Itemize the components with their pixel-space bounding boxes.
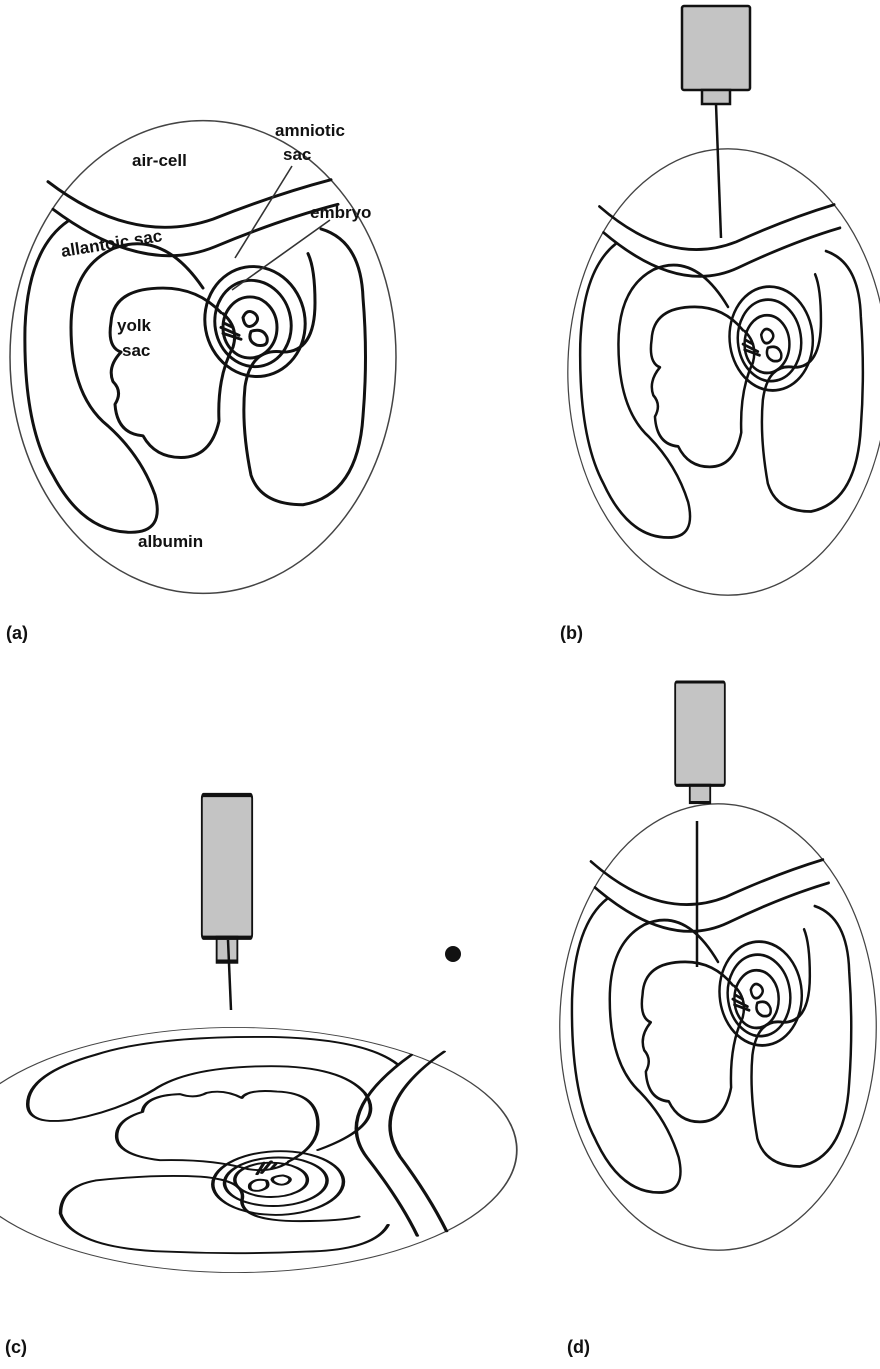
egg-panel-b: (b): [560, 6, 880, 643]
yolk-sac-label-line2: sac: [122, 341, 150, 360]
syringe-c: [202, 795, 252, 1010]
amniotic-sac-label-line1: amniotic: [275, 121, 345, 140]
dark-spot: [445, 946, 461, 962]
egg-panel-d: (d): [560, 682, 877, 1357]
egg-panel-a: air-cell amniotic sac embryo allantoic s…: [6, 121, 396, 643]
panel-label-d: (d): [567, 1337, 590, 1357]
amniotic-sac-label-line2: sac: [283, 145, 311, 164]
egg-panel-c: (c): [0, 795, 517, 1357]
embryo-label: embryo: [310, 203, 371, 222]
panel-label-a: (a): [6, 623, 28, 643]
panel-label-c: (c): [5, 1337, 27, 1357]
albumin-label: albumin: [138, 532, 203, 551]
panel-label-b: (b): [560, 623, 583, 643]
yolk-sac-label-line1: yolk: [117, 316, 152, 335]
air-cell-label: air-cell: [132, 151, 187, 170]
